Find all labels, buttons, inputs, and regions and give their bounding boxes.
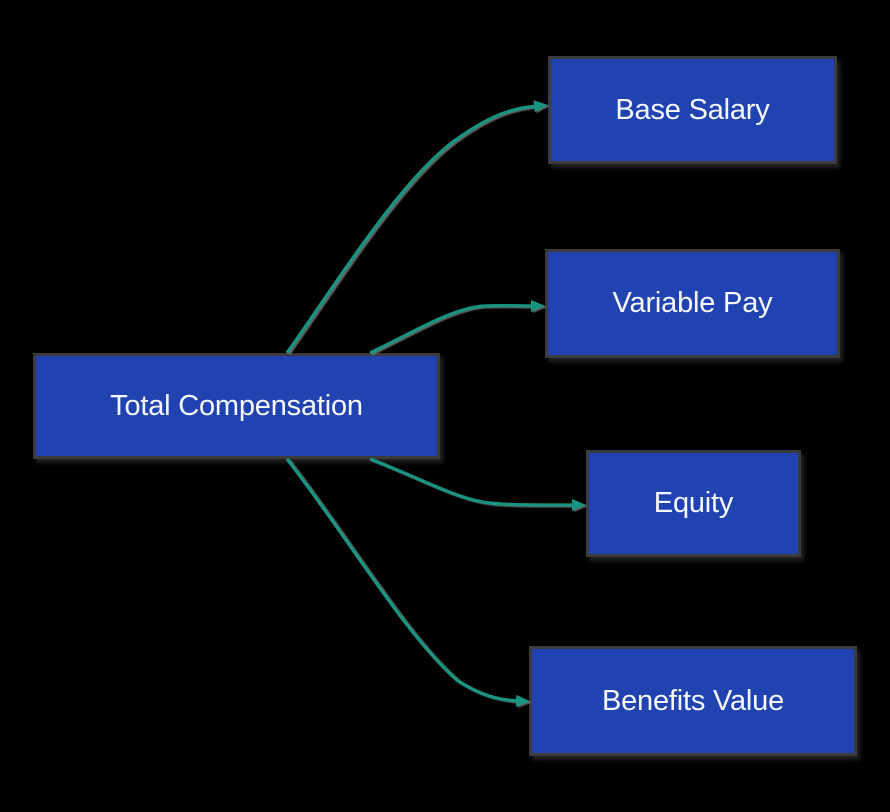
- node-equity-label: Equity: [653, 487, 734, 519]
- node-benefits-value: Benefits Value: [529, 646, 857, 756]
- node-variable-pay: Variable Pay: [545, 249, 840, 358]
- node-benefits-value-label: Benefits Value: [601, 684, 785, 717]
- edge-total-to-benefits-value-arrow: [285, 458, 530, 707]
- node-equity: Equity: [586, 450, 801, 557]
- edge-total-to-equity-arrow: [369, 457, 586, 511]
- node-base-salary: Base Salary: [548, 56, 837, 164]
- node-total-compensation-label: Total Compensation: [110, 389, 363, 422]
- node-variable-pay-label: Variable Pay: [612, 287, 773, 319]
- edge-total-to-base-salary-arrow: [285, 100, 548, 354]
- node-total-compensation: Total Compensation: [33, 353, 440, 459]
- edge-total-to-variable-pay-arrow: [369, 299, 545, 355]
- node-base-salary-label: Base Salary: [615, 93, 770, 126]
